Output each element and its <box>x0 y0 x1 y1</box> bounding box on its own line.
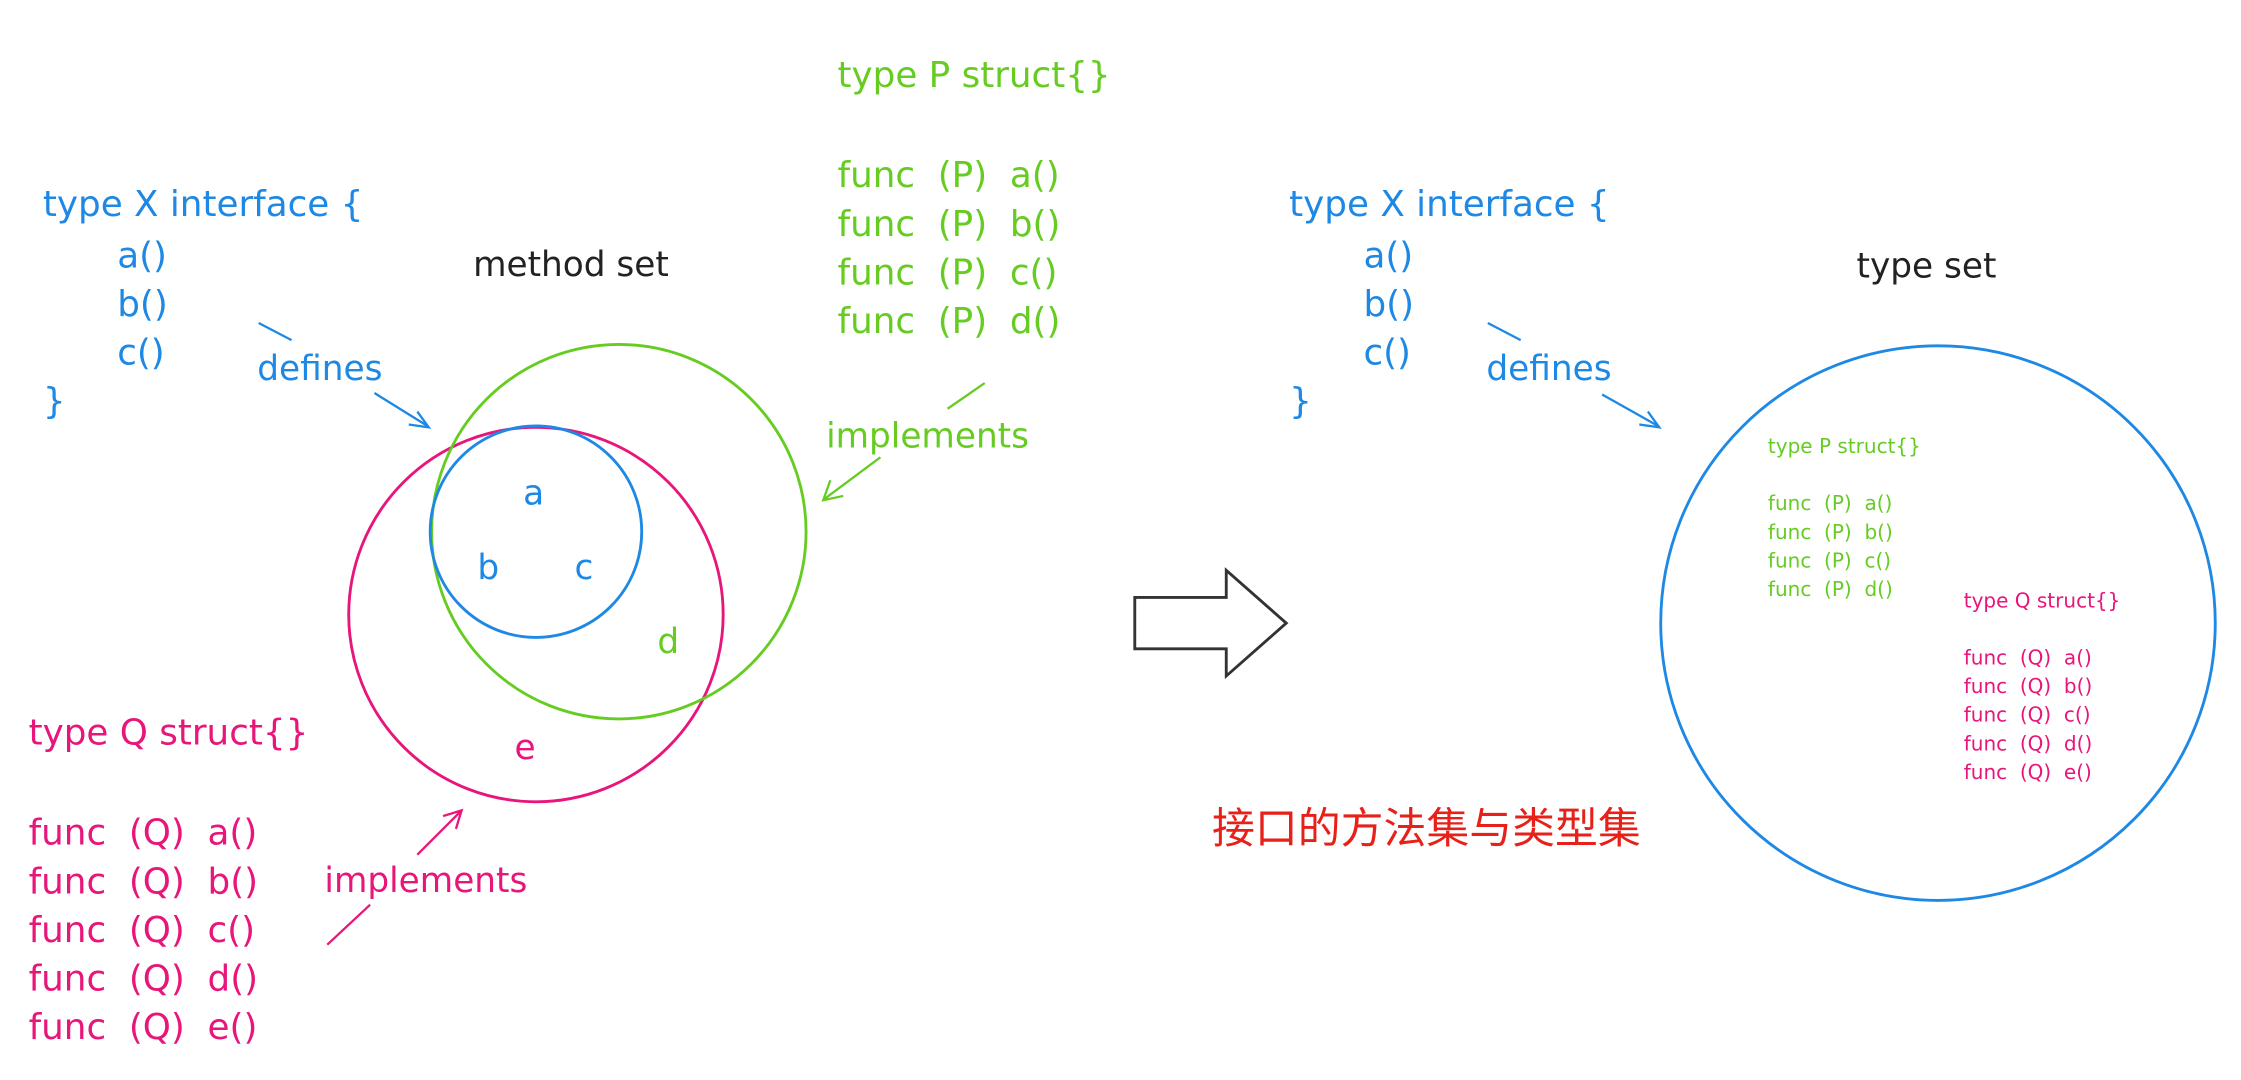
type-q-func-c: func (Q) c() <box>28 908 256 951</box>
type-p-func-d: func (P) d() <box>1767 578 1893 602</box>
type-p-func-d: func (P) d() <box>837 300 1061 342</box>
interface-method-a: a() <box>1363 234 1414 276</box>
venn-letter-e: e <box>514 727 536 768</box>
type-q-func-a: func (Q) a() <box>28 811 258 854</box>
type-p-func-b: func (P) b() <box>837 202 1061 245</box>
type-q-decl: type Q struct{} <box>28 711 309 754</box>
implements-label-p: implements <box>826 415 1030 456</box>
type-p-decl: type P struct{} <box>1767 435 1921 459</box>
defines-arrow-right <box>1487 321 1662 429</box>
type-q-func-c: func (Q) c() <box>1963 704 2091 728</box>
venn-letter-b: b <box>477 547 500 588</box>
type-p-decl: type P struct{} <box>837 54 1111 96</box>
x-method-set-circle <box>428 424 644 639</box>
type-p-func-a: func (P) a() <box>1767 493 1893 516</box>
type-q-func-a: func (Q) a() <box>1963 647 2092 671</box>
venn-letter-d: d <box>657 621 680 662</box>
type-q-func-e: func (Q) e() <box>1963 761 2092 785</box>
implements-label-q: implements <box>324 860 528 901</box>
interface-method-b: b() <box>1363 282 1415 325</box>
type-set-label: type set <box>1856 245 1997 286</box>
interface-decl: type X interface { <box>1289 182 1610 225</box>
method-set-label: method set <box>473 244 669 285</box>
type-p-func-a: func (P) a() <box>837 154 1060 196</box>
type-p-func-c: func (P) c() <box>837 251 1058 293</box>
defines-label-right: defines <box>1486 348 1612 389</box>
interface-method-b: b() <box>117 282 168 325</box>
interface-method-a: a() <box>117 234 167 276</box>
type-p-func-c: func (P) c() <box>1767 550 1892 574</box>
interface-close-brace: } <box>42 380 66 422</box>
defines-arrow-left <box>258 321 432 429</box>
implements-arrow-q <box>326 808 464 946</box>
type-q-func-b: func (Q) b() <box>1963 676 2093 699</box>
implements-arrow-p <box>821 382 986 502</box>
type-q-func-d: func (Q) d() <box>28 957 259 1000</box>
interface-close-brace: } <box>1289 380 1312 422</box>
venn-letter-a: a <box>523 473 545 514</box>
type-q-func-b: func (Q) b() <box>28 860 259 902</box>
type-q-func-d: func (Q) d() <box>1963 733 2093 757</box>
interface-method-c: c() <box>117 331 165 374</box>
caption: 接口的方法集与类型集 <box>1211 804 1641 855</box>
defines-label-left: defines <box>257 348 383 389</box>
interface-method-c: c() <box>1363 331 1412 374</box>
interface-decl: type X interface { <box>42 182 364 225</box>
type-p-func-b: func (P) b() <box>1767 521 1893 545</box>
venn-letter-c: c <box>574 547 594 588</box>
p-method-set-circle <box>430 343 808 721</box>
type-q-func-e: func (Q) e() <box>28 1006 258 1048</box>
type-set-circle <box>1659 344 2217 902</box>
transform-arrow <box>1133 567 1289 680</box>
type-q-decl: type Q struct{} <box>1963 590 2121 614</box>
